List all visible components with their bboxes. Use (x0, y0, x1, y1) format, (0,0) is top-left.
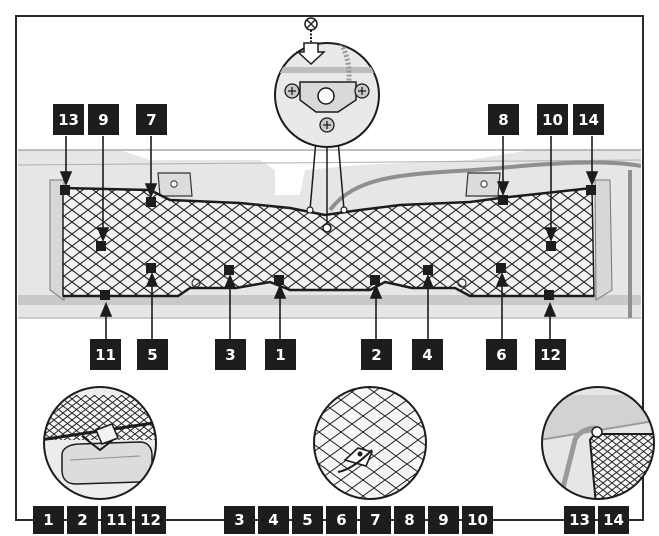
svg-text:10: 10 (542, 111, 563, 129)
svg-text:7: 7 (370, 511, 380, 529)
arrow-down-icon (59, 136, 599, 243)
legend-corner-hooks: 13 14 (564, 506, 629, 534)
legend-label-2: 2 (67, 506, 98, 534)
legend-label-13: 13 (564, 506, 595, 534)
legend-label-6: 6 (326, 506, 357, 534)
svg-text:5: 5 (302, 511, 312, 529)
trunk-illustration (18, 149, 641, 319)
legend-label-8: 8 (394, 506, 425, 534)
legend-label-9: 9 (428, 506, 459, 534)
label-8: 8 (488, 104, 519, 135)
svg-text:9: 9 (98, 111, 108, 129)
svg-text:12: 12 (540, 346, 561, 364)
mounting-bracket-icon (157, 172, 501, 197)
svg-text:3: 3 (234, 511, 244, 529)
label-4: 4 (412, 339, 443, 370)
svg-text:6: 6 (496, 346, 506, 364)
label-10: 10 (537, 104, 568, 135)
detail-top-bracket (274, 42, 380, 233)
svg-text:10: 10 (467, 511, 488, 529)
label-1: 1 (265, 339, 296, 370)
label-13: 13 (53, 104, 84, 135)
svg-text:3: 3 (225, 346, 235, 364)
svg-text:13: 13 (58, 111, 79, 129)
svg-text:5: 5 (147, 346, 157, 364)
top-labels: 13 9 7 8 10 14 (53, 104, 604, 135)
legend-label-1: 1 (33, 506, 64, 534)
legend-label-11: 11 (101, 506, 132, 534)
svg-text:7: 7 (146, 111, 156, 129)
svg-text:11: 11 (95, 346, 116, 364)
legend-label-4: 4 (258, 506, 289, 534)
svg-text:4: 4 (422, 346, 432, 364)
svg-text:6: 6 (336, 511, 346, 529)
label-12: 12 (535, 339, 566, 370)
svg-text:1: 1 (43, 511, 53, 529)
legend-label-10: 10 (462, 506, 493, 534)
legend-label-7: 7 (360, 506, 391, 534)
legend-floor-hooks: 1 2 11 12 (33, 506, 166, 534)
label-2: 2 (361, 339, 392, 370)
screw-icon (304, 17, 318, 42)
label-7: 7 (136, 104, 167, 135)
bottom-labels: 11 5 3 1 2 4 6 12 (90, 339, 566, 370)
svg-text:4: 4 (268, 511, 278, 529)
label-14: 14 (573, 104, 604, 135)
svg-text:1: 1 (275, 346, 285, 364)
svg-text:2: 2 (371, 346, 381, 364)
svg-text:13: 13 (569, 511, 590, 529)
legend-label-3: 3 (224, 506, 255, 534)
arrow-up-icon (99, 271, 557, 340)
svg-text:9: 9 (438, 511, 448, 529)
legend-label-12: 12 (135, 506, 166, 534)
svg-text:14: 14 (578, 111, 599, 129)
label-11: 11 (90, 339, 121, 370)
label-6: 6 (486, 339, 517, 370)
detail-floor-hooks (43, 386, 157, 500)
detail-net-clips (313, 386, 427, 500)
label-3: 3 (215, 339, 246, 370)
insert-arrow-icon (296, 42, 326, 66)
svg-text:11: 11 (106, 511, 127, 529)
svg-text:12: 12 (140, 511, 161, 529)
svg-text:8: 8 (404, 511, 414, 529)
legend-label-5: 5 (292, 506, 323, 534)
attachment-points (60, 185, 596, 300)
legend-label-14: 14 (598, 506, 629, 534)
legend-net-clips: 3 4 5 6 7 8 9 10 (224, 506, 493, 534)
label-9: 9 (88, 104, 119, 135)
label-5: 5 (137, 339, 168, 370)
svg-text:8: 8 (498, 111, 508, 129)
svg-text:2: 2 (77, 511, 87, 529)
svg-text:14: 14 (603, 511, 624, 529)
